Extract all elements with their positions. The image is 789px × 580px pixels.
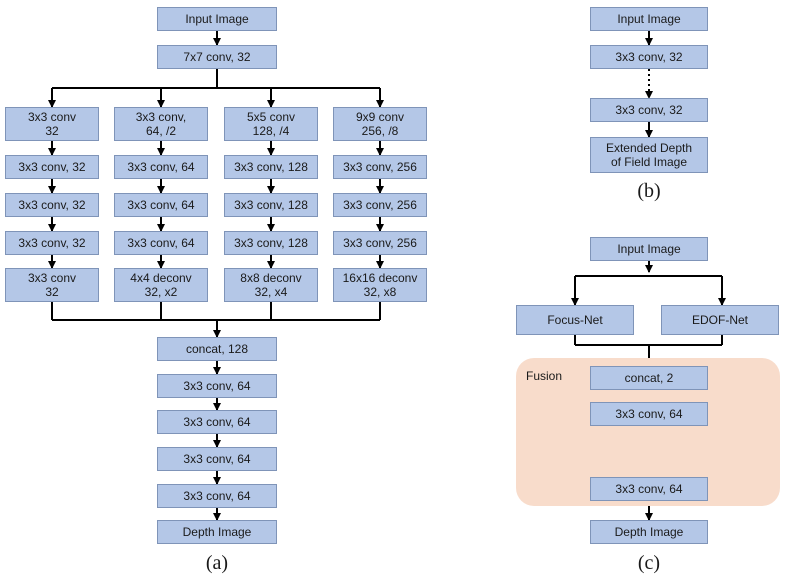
b-conv-last-box: 3x3 conv, 32 [590,98,708,122]
caption-b: (b) [637,180,661,202]
a-branch2-box3: 3x3 conv, 64 [114,193,208,217]
a-branch1-box4: 3x3 conv, 32 [5,231,99,255]
a-branch3-box1: 5x5 conv 128, /4 [224,107,318,141]
c-input-image-box: Input Image [590,237,708,261]
a-branch4-box1: 9x9 conv 256, /8 [333,107,427,141]
a-branch3-box2: 3x3 conv, 128 [224,155,318,179]
caption-a: (a) [205,552,229,574]
c-concat-box: concat, 2 [590,366,708,390]
c-conv-last-box: 3x3 conv, 64 [590,477,708,501]
a-branch4-box2: 3x3 conv, 256 [333,155,427,179]
a-branch3-box3: 3x3 conv, 128 [224,193,318,217]
a-post-conv3-box: 3x3 conv, 64 [157,447,277,471]
c-depth-image-box: Depth Image [590,520,708,544]
a-conv7-box: 7x7 conv, 32 [157,45,277,69]
a-branch4-box4: 3x3 conv, 256 [333,231,427,255]
caption-c: (c) [637,552,661,574]
a-branch2-box5: 4x4 deconv 32, x2 [114,268,208,302]
a-branch2-box1: 3x3 conv, 64, /2 [114,107,208,141]
a-branch4-box5: 16x16 deconv 32, x8 [333,268,427,302]
fusion-label: Fusion [526,369,563,383]
a-branch2-box2: 3x3 conv, 64 [114,155,208,179]
a-depth-image-box: Depth Image [157,520,277,544]
a-post-conv4-box: 3x3 conv, 64 [157,484,277,508]
c-focus-net-box: Focus-Net [516,305,634,335]
b-input-image-box: Input Image [590,7,708,31]
c-edof-net-box: EDOF-Net [661,305,779,335]
b-edof-image-box: Extended Depth of Field Image [590,137,708,173]
a-branch3-box5: 8x8 deconv 32, x4 [224,268,318,302]
a-branch4-box3: 3x3 conv, 256 [333,193,427,217]
b-conv-first-box: 3x3 conv, 32 [590,45,708,69]
a-branch1-box5: 3x3 conv 32 [5,268,99,302]
a-concat-box: concat, 128 [157,337,277,361]
a-branch1-box2: 3x3 conv, 32 [5,155,99,179]
a-post-conv1-box: 3x3 conv, 64 [157,374,277,398]
a-input-image-box: Input Image [157,7,277,31]
a-branch1-box1: 3x3 conv 32 [5,107,99,141]
c-conv-first-box: 3x3 conv, 64 [590,402,708,426]
a-branch1-box3: 3x3 conv, 32 [5,193,99,217]
a-post-conv2-box: 3x3 conv, 64 [157,410,277,434]
a-branch3-box4: 3x3 conv, 128 [224,231,318,255]
a-branch2-box4: 3x3 conv, 64 [114,231,208,255]
